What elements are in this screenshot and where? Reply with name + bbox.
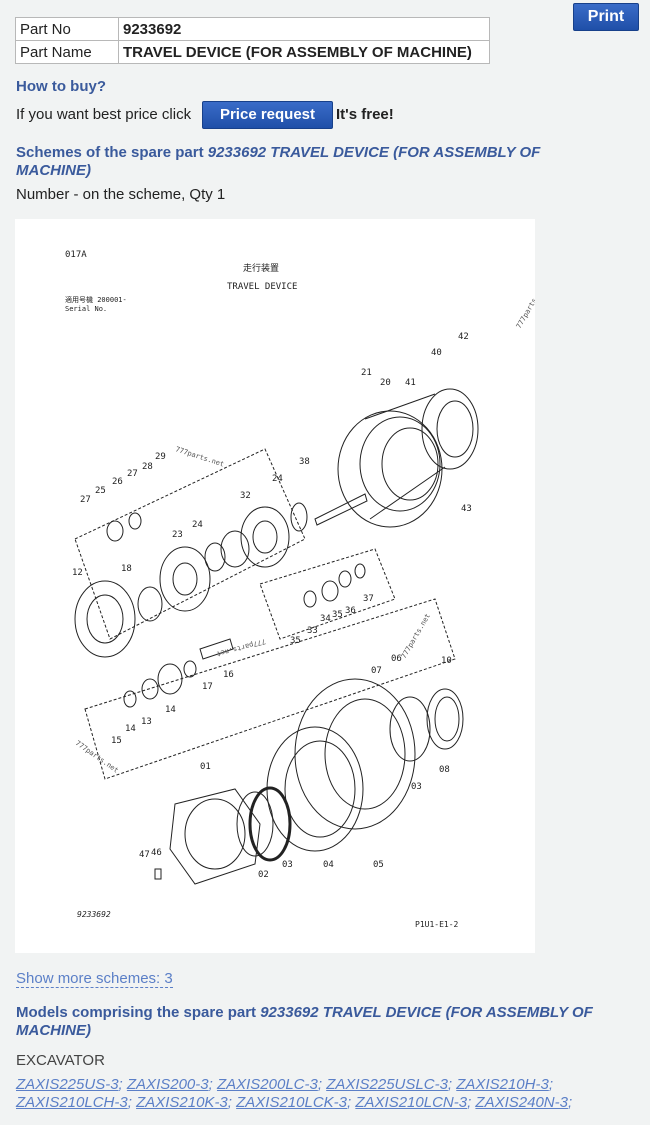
- svg-text:10: 10: [441, 656, 452, 666]
- model-link[interactable]: ZAXIS225USLC-3: [326, 1076, 448, 1093]
- svg-text:29: 29: [155, 452, 166, 462]
- svg-text:12: 12: [72, 568, 83, 578]
- model-link[interactable]: ZAXIS210K-3: [136, 1094, 228, 1111]
- svg-text:24: 24: [272, 474, 283, 484]
- svg-text:25: 25: [95, 486, 106, 496]
- svg-text:01: 01: [200, 762, 211, 772]
- svg-text:41: 41: [405, 378, 416, 388]
- svg-text:26: 26: [112, 477, 123, 487]
- models-heading-part: 9233692 TRAVEL DEVICE (FOR ASSEMBLY OF M…: [16, 1004, 593, 1039]
- svg-text:17: 17: [202, 682, 213, 692]
- model-link[interactable]: ZAXIS200LC-3: [216, 1076, 318, 1093]
- svg-text:40: 40: [431, 348, 442, 358]
- models-heading: Models comprising the spare part 9233692…: [16, 1004, 616, 1040]
- svg-text:37: 37: [363, 594, 374, 604]
- svg-text:P1U1-E1-2: P1U1-E1-2: [415, 920, 459, 929]
- svg-text:20: 20: [380, 378, 391, 388]
- category-label: EXCAVATOR: [16, 1052, 105, 1069]
- svg-text:47: 47: [139, 850, 150, 860]
- part-name-label: Part Name: [15, 40, 119, 64]
- svg-text:TRAVEL DEVICE: TRAVEL DEVICE: [227, 282, 297, 292]
- svg-text:27: 27: [80, 495, 91, 505]
- svg-text:04: 04: [323, 860, 334, 870]
- show-more-schemes-link[interactable]: Show more schemes: 3: [16, 970, 173, 988]
- part-no-value: 9233692: [118, 17, 490, 41]
- svg-text:03: 03: [411, 782, 422, 792]
- part-info-table: Part No 9233692 Part Name TRAVEL DEVICE …: [15, 17, 490, 64]
- svg-text:38: 38: [299, 457, 310, 467]
- part-no-row: Part No 9233692: [15, 17, 490, 41]
- price-request-button[interactable]: Price request: [202, 101, 333, 129]
- svg-text:03: 03: [282, 860, 293, 870]
- svg-text:18: 18: [121, 564, 132, 574]
- qty-text: Number - on the scheme, Qty 1: [16, 186, 226, 203]
- svg-text:32: 32: [240, 491, 251, 501]
- svg-text:42: 42: [458, 332, 469, 342]
- model-link[interactable]: ZAXIS240N-3: [475, 1094, 568, 1111]
- svg-text:05: 05: [373, 860, 384, 870]
- svg-text:46: 46: [151, 848, 162, 858]
- schemes-heading: Schemes of the spare part 9233692 TRAVEL…: [16, 144, 616, 180]
- svg-text:9233692: 9233692: [77, 910, 111, 919]
- part-name-row: Part Name TRAVEL DEVICE (FOR ASSEMBLY OF…: [15, 40, 490, 64]
- best-price-text: If you want best price click: [16, 106, 192, 123]
- svg-text:28: 28: [142, 462, 153, 472]
- svg-text:43: 43: [461, 504, 472, 514]
- svg-text:777parts: 777parts: [515, 297, 535, 330]
- print-button[interactable]: Print: [573, 3, 639, 31]
- svg-text:36: 36: [345, 606, 356, 616]
- svg-text:777parts.net: 777parts.net: [400, 612, 432, 660]
- svg-text:Serial No.: Serial No.: [65, 305, 107, 313]
- svg-text:21: 21: [361, 368, 372, 378]
- svg-text:017A: 017A: [65, 250, 87, 260]
- model-link[interactable]: ZAXIS210LCH-3: [16, 1094, 128, 1111]
- models-heading-prefix: Models comprising the spare part: [16, 1004, 261, 1021]
- how-to-buy-heading: How to buy?: [16, 78, 106, 95]
- svg-text:走行装置: 走行装置: [243, 262, 279, 274]
- svg-text:08: 08: [439, 765, 450, 775]
- svg-text:34: 34: [320, 614, 331, 624]
- schemes-heading-part: 9233692 TRAVEL DEVICE (FOR ASSEMBLY OF M…: [16, 144, 541, 179]
- svg-text:14: 14: [125, 724, 136, 734]
- model-links-list: ZAXIS225US-3; ZAXIS200-3; ZAXIS200LC-3; …: [16, 1076, 573, 1111]
- svg-text:24: 24: [192, 520, 203, 530]
- svg-text:33: 33: [307, 626, 318, 636]
- model-link[interactable]: ZAXIS225US-3: [16, 1076, 119, 1093]
- svg-text:02: 02: [258, 870, 269, 880]
- svg-text:15: 15: [111, 736, 122, 746]
- svg-text:27: 27: [127, 469, 138, 479]
- svg-text:06: 06: [391, 654, 402, 664]
- svg-text:35: 35: [290, 636, 301, 646]
- svg-text:16: 16: [223, 670, 234, 680]
- svg-text:適用号機 200001-: 適用号機 200001-: [65, 295, 127, 304]
- svg-text:13: 13: [141, 717, 152, 727]
- svg-text:14: 14: [165, 705, 176, 715]
- svg-text:777parts.net: 777parts.net: [174, 445, 225, 468]
- its-free-text: It's free!: [336, 106, 394, 123]
- scheme-diagram[interactable]: 017A 走行装置 TRAVEL DEVICE 適用号機 200001- Ser…: [15, 219, 539, 953]
- svg-text:07: 07: [371, 666, 382, 676]
- model-link[interactable]: ZAXIS200-3: [126, 1076, 209, 1093]
- svg-text:23: 23: [172, 530, 183, 540]
- part-no-label: Part No: [15, 17, 119, 41]
- schemes-heading-prefix: Schemes of the spare part: [16, 144, 208, 161]
- part-name-value: TRAVEL DEVICE (FOR ASSEMBLY OF MACHINE): [118, 40, 490, 64]
- model-link[interactable]: ZAXIS210LCN-3: [355, 1094, 468, 1111]
- svg-text:35: 35: [332, 610, 343, 620]
- model-link[interactable]: ZAXIS210LCK-3: [236, 1094, 348, 1111]
- model-link[interactable]: ZAXIS210H-3: [456, 1076, 549, 1093]
